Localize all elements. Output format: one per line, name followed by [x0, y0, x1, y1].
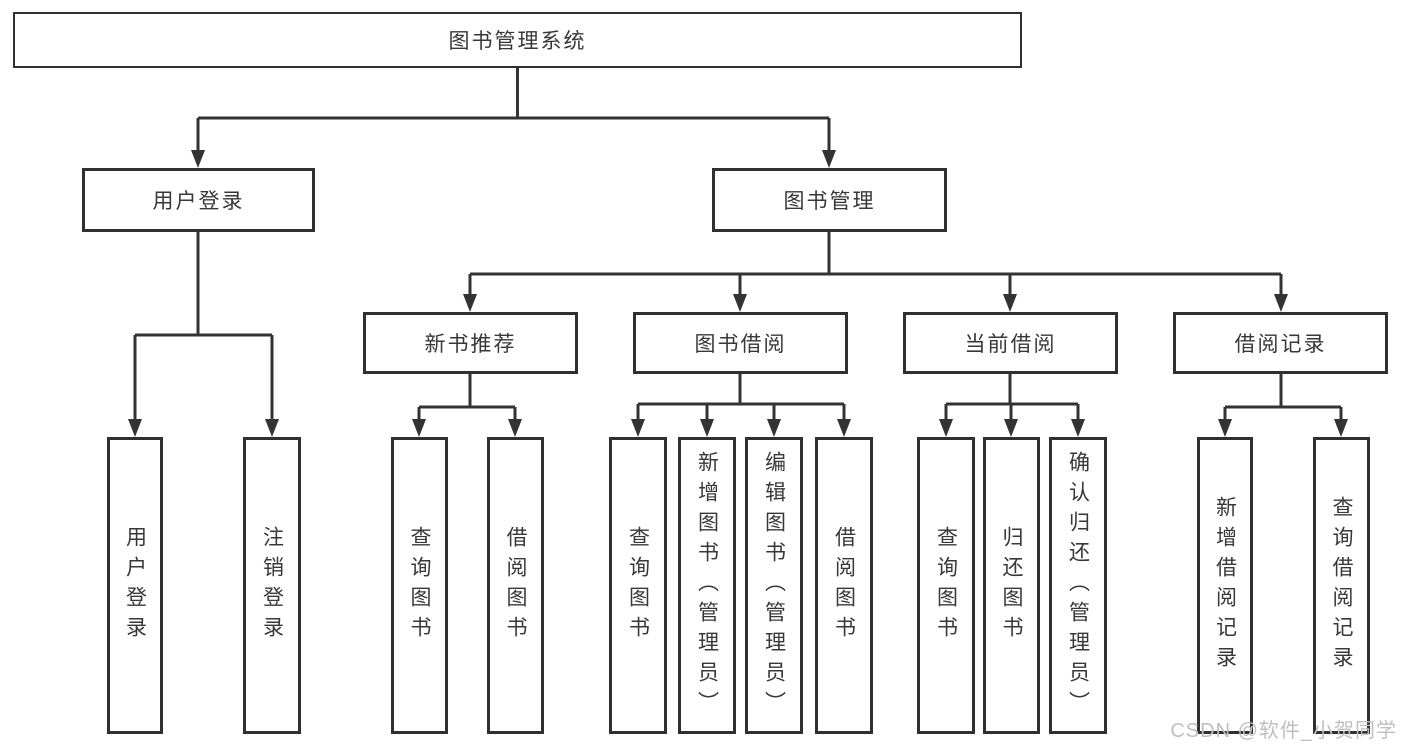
leaf-confirm-return-admin-label: 确认归还（管理员）: [1066, 450, 1090, 721]
leaf-user-login: 用户登录: [107, 437, 163, 734]
leaf-logout: 注销登录: [243, 437, 301, 734]
node-current-borrow-label: 当前借阅: [964, 333, 1057, 356]
leaf-return-books-label: 归还图书: [1000, 525, 1023, 646]
leaf-edit-books-admin-label: 编辑图书（管理员）: [762, 450, 786, 721]
node-user-login-label: 用户登录: [152, 190, 245, 213]
node-root-label: 图书管理系统: [448, 30, 587, 53]
node-book-borrow-label: 图书借阅: [694, 333, 787, 356]
arrowheads: [128, 150, 1348, 437]
leaf-query-books-current: 查询图书: [917, 437, 975, 734]
leaf-edit-books-admin: 编辑图书（管理员）: [745, 437, 803, 734]
leaf-borrow-books-newrec-label: 借阅图书: [504, 525, 527, 646]
leaf-query-books-borrow: 查询图书: [609, 437, 667, 734]
leaf-logout-label: 注销登录: [260, 525, 284, 646]
leaf-query-books-newrec: 查询图书: [391, 437, 448, 734]
node-book-management-label: 图书管理: [783, 190, 876, 213]
csdn-watermark: CSDN @软件_小贺同学: [1170, 720, 1397, 742]
leaf-add-books-admin: 新增图书（管理员）: [678, 437, 736, 734]
leaf-query-books-borrow-label: 查询图书: [626, 525, 650, 646]
leaf-query-borrow-record-label: 查询借阅记录: [1330, 495, 1353, 676]
leaf-user-login-label: 用户登录: [123, 525, 147, 646]
node-root: 图书管理系统: [13, 12, 1022, 68]
leaf-query-books-current-label: 查询图书: [934, 525, 958, 646]
node-new-book-recommend: 新书推荐: [363, 312, 578, 374]
leaf-add-borrow-record-label: 新增借阅记录: [1213, 495, 1237, 676]
node-book-management: 图书管理: [712, 168, 947, 232]
node-borrow-records: 借阅记录: [1173, 312, 1388, 374]
leaf-add-borrow-record: 新增借阅记录: [1197, 437, 1253, 734]
leaf-borrow-books-newrec: 借阅图书: [487, 437, 544, 734]
leaf-confirm-return-admin: 确认归还（管理员）: [1049, 437, 1107, 734]
leaf-return-books: 归还图书: [983, 437, 1040, 734]
node-borrow-records-label: 借阅记录: [1234, 333, 1327, 356]
node-book-borrow: 图书借阅: [633, 312, 848, 374]
leaf-query-books-newrec-label: 查询图书: [408, 525, 431, 646]
leaf-add-books-admin-label: 新增图书（管理员）: [695, 450, 719, 721]
leaf-query-borrow-record: 查询借阅记录: [1313, 437, 1370, 734]
node-user-login: 用户登录: [82, 168, 315, 232]
leaf-borrow-books-borrow-label: 借阅图书: [832, 525, 856, 646]
node-new-book-recommend-label: 新书推荐: [424, 333, 517, 356]
node-current-borrow: 当前借阅: [903, 312, 1118, 374]
leaf-borrow-books-borrow: 借阅图书: [815, 437, 873, 734]
